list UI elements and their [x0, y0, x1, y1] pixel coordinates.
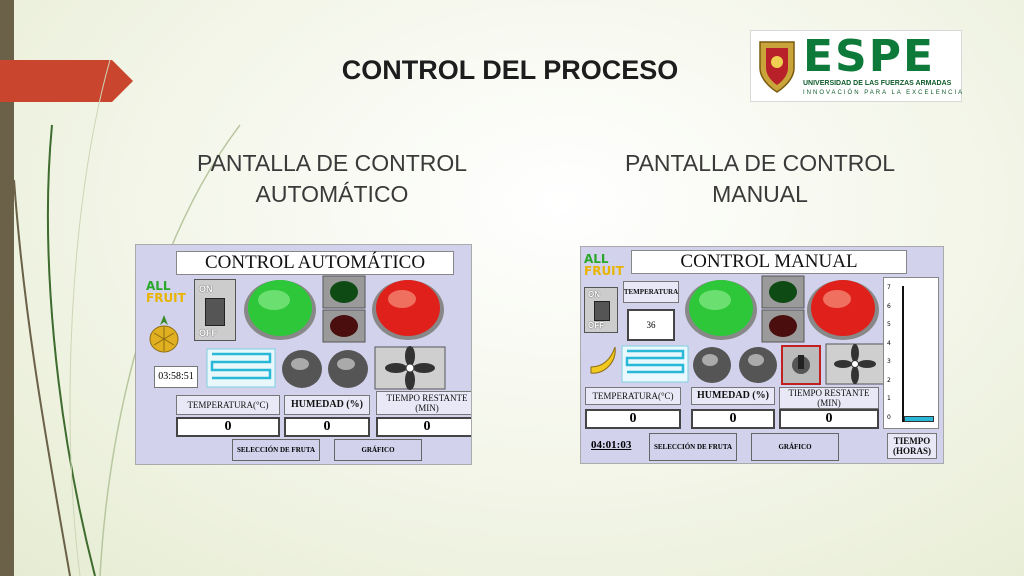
- manual-temperature-value: 0: [585, 409, 681, 429]
- auto-panel-title: CONTROL AUTOMÁTICO: [176, 251, 454, 275]
- subtitle-automatic: PANTALLA DE CONTROL AUTOMÁTICO: [196, 150, 468, 207]
- manual-red-stop-button-icon[interactable]: [805, 275, 881, 341]
- gauge-tick-7: 7: [887, 284, 891, 291]
- gauge-tick-2: 2: [887, 376, 891, 384]
- manual-switch-off-label: OFF: [588, 321, 604, 330]
- fan-icon: [374, 346, 446, 390]
- auto-temperature-value: 0: [176, 417, 280, 437]
- manual-green-start-button-icon[interactable]: [683, 275, 759, 341]
- slide-title: CONTROL DEL PROCESO: [341, 55, 679, 85]
- manual-switch-on-label: ON: [588, 290, 600, 299]
- manual-humidity-label: HUMEDAD (%): [691, 387, 775, 405]
- indicator-lights-icon: [322, 275, 366, 343]
- auto-humidity-label: HUMEDAD (%): [284, 395, 370, 415]
- gauge-tick-6: 6: [887, 302, 891, 310]
- manual-gray-indicator-2-icon: [739, 347, 777, 383]
- auto-power-switch[interactable]: ON OFF: [194, 279, 236, 341]
- logo-line1: UNIVERSIDAD DE LAS FUERZAS ARMADAS: [803, 80, 952, 87]
- manual-brand-logo: ALL FRUIT: [584, 253, 624, 277]
- manual-power-switch[interactable]: ON OFF: [584, 287, 618, 333]
- red-stop-button-icon[interactable]: [370, 275, 446, 341]
- auto-brand-logo: ALL FRUIT: [146, 280, 186, 304]
- manual-temperature-label: TEMPERATURA(°C): [585, 387, 681, 405]
- auto-fruit-selection-button[interactable]: SELECCIÓN DE FRUTA: [232, 439, 320, 461]
- pineapple-icon: [149, 315, 179, 353]
- manual-humidity-value: 0: [691, 409, 775, 429]
- auto-humidity-value: 0: [284, 417, 370, 437]
- gray-indicator-2-icon: [328, 350, 368, 388]
- logo-line2: INNOVACIÓN PARA LA EXCELENCIA: [803, 90, 965, 96]
- manual-remaining-time-label: TIEMPO RESTANTE (MIN): [779, 387, 879, 409]
- auto-switch-lever: [205, 298, 225, 326]
- gauge-tick-0: 0: [887, 414, 891, 421]
- gauge-tick-3: 3: [887, 358, 891, 366]
- auto-graph-button[interactable]: GRÁFICO: [334, 439, 422, 461]
- espe-logo: ESPE UNIVERSIDAD DE LAS FUERZAS ARMADAS …: [750, 30, 962, 102]
- accent-arrow: [0, 60, 133, 102]
- auto-remaining-time-label: TIEMPO RESTANTE (MIN): [376, 391, 471, 415]
- auto-brand-all: ALL: [146, 279, 171, 293]
- manual-gray-indicator-1-icon: [693, 347, 731, 383]
- auto-switch-off-label: OFF: [199, 328, 217, 338]
- gauge-axis: [902, 286, 904, 422]
- heater-coil-icon: [206, 348, 276, 388]
- crest-icon: [759, 41, 795, 93]
- manual-temp-setpoint-label: TEMPERATURA: [623, 281, 679, 303]
- gauge-tick-1: 1: [887, 395, 891, 403]
- auto-control-panel: CONTROL AUTOMÁTICO ALL FRUIT ON OFF 03:5…: [135, 244, 472, 465]
- manual-clock-display: 04:01:03: [591, 439, 632, 451]
- banana-icon: [590, 346, 616, 374]
- logo-name: ESPE: [803, 31, 936, 82]
- manual-control-panel: CONTROL MANUAL ALL FRUIT ON OFF TEMPERAT…: [580, 246, 944, 464]
- manual-brand-all: ALL: [584, 252, 609, 266]
- manual-panel-title: CONTROL MANUAL: [631, 250, 907, 274]
- auto-brand-fruit: FRUIT: [146, 291, 186, 305]
- manual-fan-icon: [825, 343, 885, 385]
- auto-temperature-label: TEMPERATURA(°C): [176, 395, 280, 415]
- decorative-curves: [13, 59, 241, 576]
- manual-brand-fruit: FRUIT: [584, 264, 624, 278]
- auto-remaining-time-value: 0: [376, 417, 471, 437]
- manual-graph-button[interactable]: GRÁFICO: [751, 433, 839, 461]
- manual-switch-lever: [594, 301, 610, 321]
- auto-switch-on-label: ON: [199, 284, 213, 294]
- gauge-fill-bar: [904, 416, 934, 422]
- green-start-button-icon[interactable]: [242, 275, 318, 341]
- manual-indicator-lights-icon: [761, 275, 805, 343]
- manual-remaining-time-value: 0: [779, 409, 879, 429]
- gray-indicator-1-icon: [282, 350, 322, 388]
- gauge-label: TIEMPO (HORAS): [887, 433, 937, 459]
- manual-temp-setpoint-input[interactable]: 36: [627, 309, 675, 341]
- gauge-tick-4: 4: [887, 339, 891, 347]
- manual-fruit-selection-button[interactable]: SELECCIÓN DE FRUTA: [649, 433, 737, 461]
- gauge-tick-5: 5: [887, 321, 891, 329]
- time-hours-gauge: 7 6 5 4 3 2 1 0: [883, 277, 939, 429]
- auto-clock-display: 03:58:51: [154, 366, 198, 388]
- manual-toggle-switch-icon[interactable]: [781, 345, 821, 385]
- side-bar: [0, 0, 14, 576]
- manual-heater-coil-icon: [621, 345, 689, 383]
- subtitle-manual: PANTALLA DE CONTROL MANUAL: [624, 150, 896, 207]
